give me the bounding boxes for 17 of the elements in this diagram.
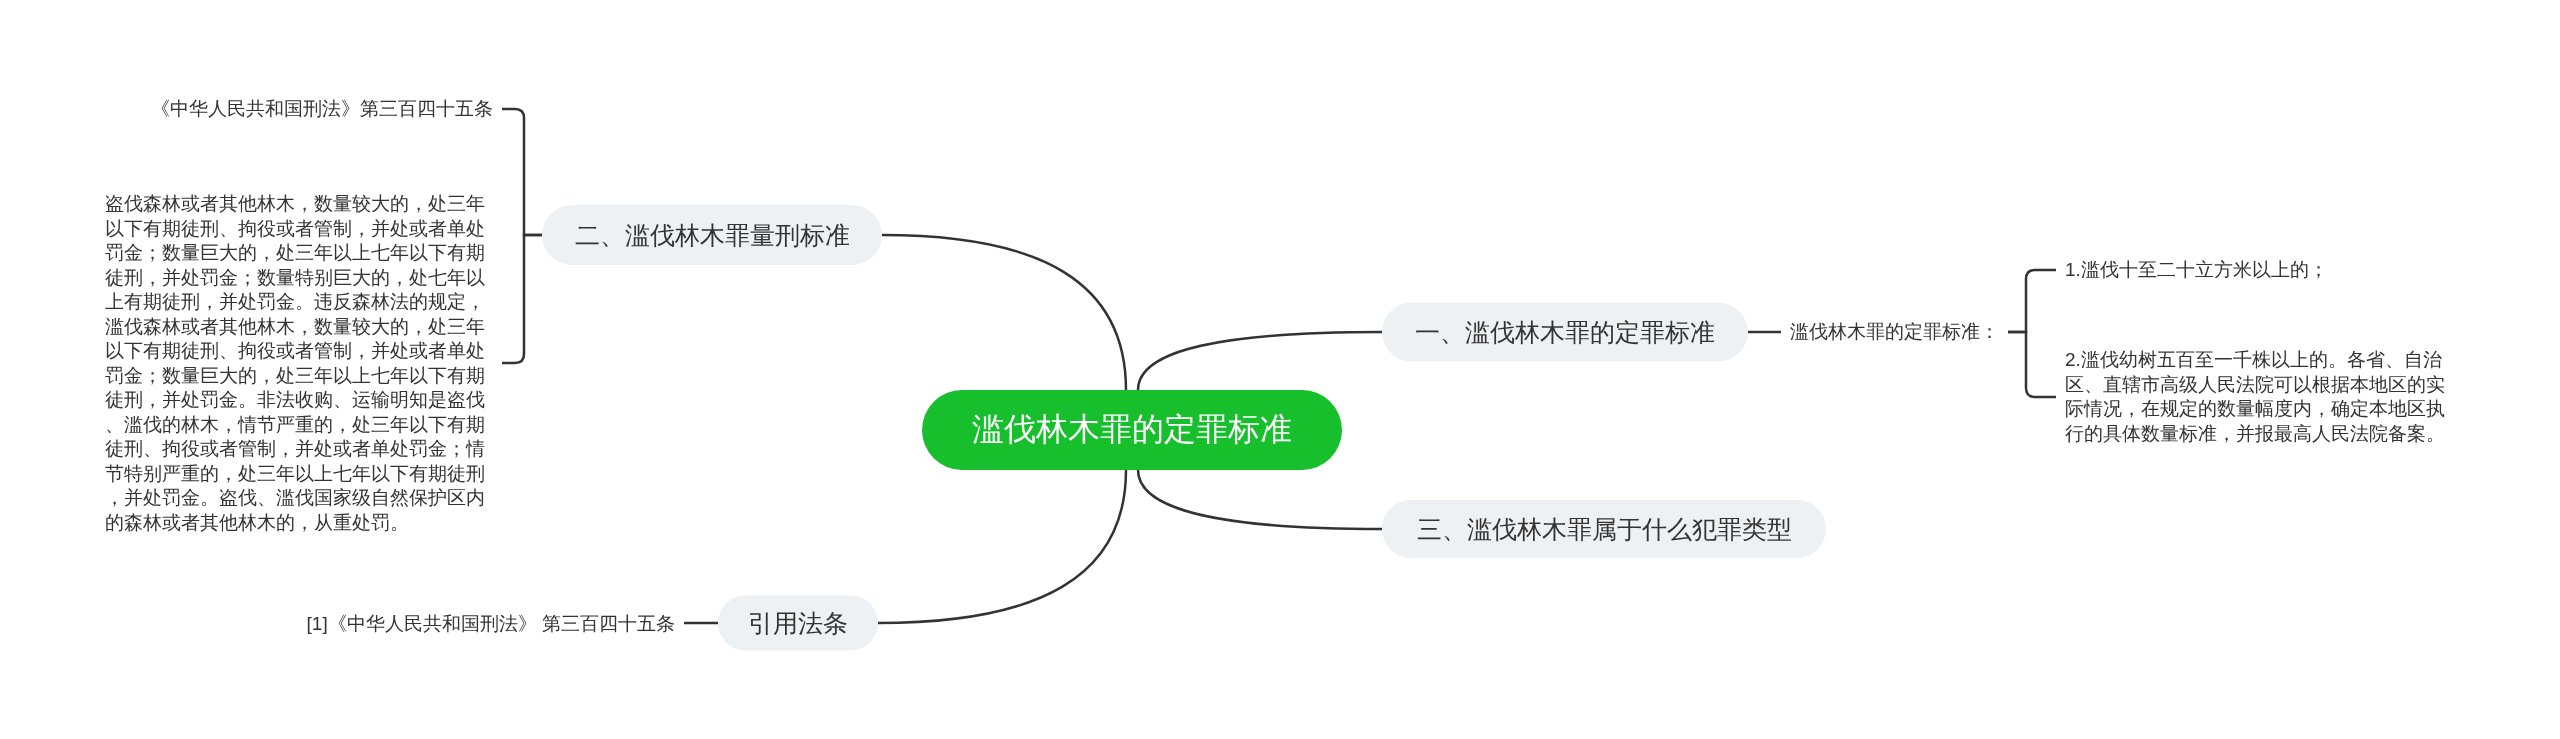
connector-line xyxy=(1748,330,1781,334)
topic-node: 二、滥伐林木罪量刑标准 xyxy=(542,205,882,265)
topic-node: 三、滥伐林木罪属于什么犯罪类型 xyxy=(1382,500,1826,558)
connector-line xyxy=(684,621,718,625)
detail-text: 滥伐林木罪的定罪标准： xyxy=(1781,319,2008,345)
curved-connector xyxy=(877,469,1128,625)
curved-connector xyxy=(1136,330,1382,391)
curved-connector xyxy=(1136,469,1382,531)
detail-text: 2.滥伐幼树五百至一千株以上的。各省、自治区、直辖市高级人民法院可以根据本地区的实际情况，在规定的数量幅度内，确定本地区执行的具体数量标准，并报最高人民法院备案。 xyxy=(2056,348,2462,446)
curved-connector xyxy=(881,233,1128,391)
topic-node: 一、滥伐林木罪的定罪标准 xyxy=(1382,302,1748,362)
central-topic: 滥伐林木罪的定罪标准 xyxy=(922,390,1342,470)
detail-text: [1]《中华人民共和国刑法》 第三百四十五条 xyxy=(297,611,684,637)
topic-node: 引用法条 xyxy=(718,595,878,651)
detail-text: 1.滥伐十至二十立方米以上的； xyxy=(2056,257,2337,283)
detail-text: 盗伐森林或者其他林木，数量较大的，处三年以下有期徒刑、拘役或者管制，并处或者单处罚金；数量巨大的，处三年以上七年以下有期徒刑，并处罚金；数量特别巨大的，处七年以上有期徒刑，并处罚金。违反森林法的规定，滥伐森林或者其他林木，数量较大的，处三年以下有期徒刑、拘役或者管制，并处或者单处罚金；数量巨大的，处三年以上七年以下有期徒刑，并处罚金。非法收购、运输明知是盗伐、滥伐的林木，情节严重的，处三年以下有期徒刑、拘役或者管制，并处或者单处罚金；情节特别严重的，处三年以上七年以下有期徒刑，并处罚金。盗伐、滥伐国家级自然保护区内的森林或者其他林木的，从重处罚。 xyxy=(96,191,502,535)
detail-text: 《中华人民共和国刑法》第三百四十五条 xyxy=(142,96,502,122)
